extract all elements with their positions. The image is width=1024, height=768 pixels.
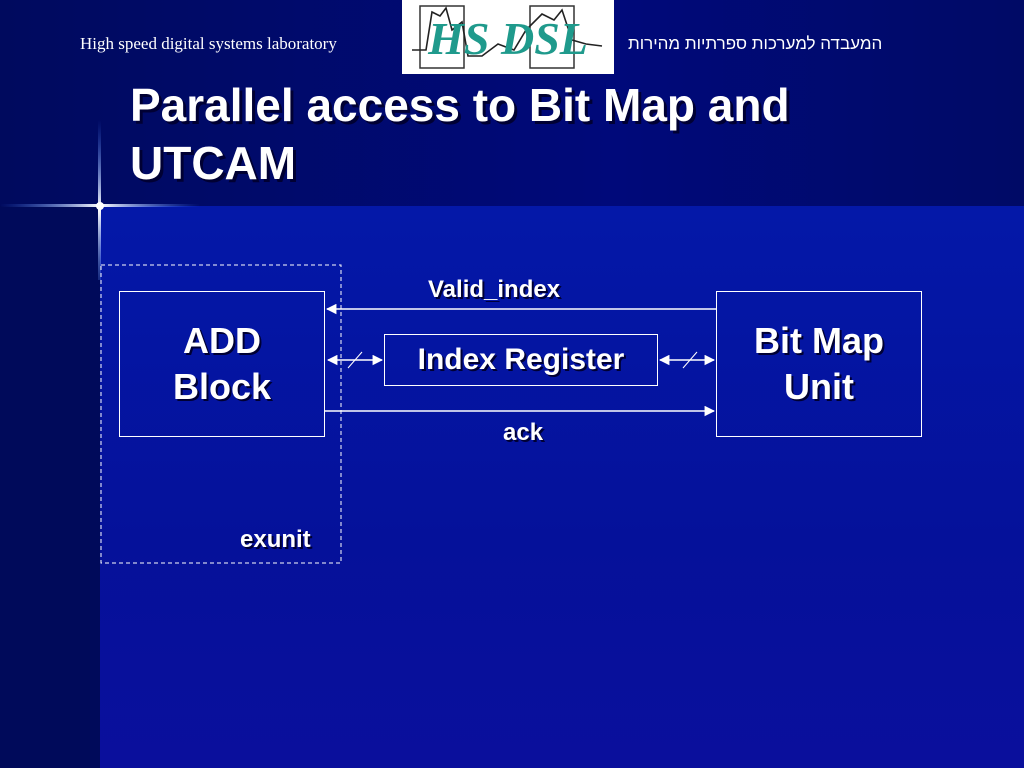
valid-index-label: Valid_index bbox=[428, 276, 561, 303]
lab-name-english: High speed digital systems laboratory bbox=[80, 34, 337, 53]
logo-graphic: HS DSL bbox=[412, 5, 603, 69]
hsdsl-logo: HS DSL bbox=[402, 0, 614, 74]
left-strip-background bbox=[0, 206, 100, 768]
add-block: ADD Block bbox=[119, 291, 325, 437]
slide-title-line1: Parallel access to Bit Map and bbox=[130, 79, 790, 131]
add-block-label-line1: ADD bbox=[182, 320, 261, 361]
ack-label: ack bbox=[503, 419, 544, 446]
lab-name-hebrew: המעבדה למערכות ספרתיות מהירות bbox=[628, 34, 883, 53]
slide-title-line2: UTCAM bbox=[130, 137, 297, 189]
sparkle-decoration bbox=[0, 120, 200, 280]
bit-map-unit-block: Bit Map Unit bbox=[716, 291, 922, 437]
add-block-label-line2: Block bbox=[172, 366, 272, 407]
exunit-boundary bbox=[100, 264, 342, 564]
slide-title: Parallel access to Bit Map and UTCAM bbox=[130, 76, 990, 192]
bitmap-label-line2: Unit bbox=[784, 366, 854, 407]
exunit-label: exunit bbox=[240, 526, 311, 553]
index-register-label: Index Register bbox=[417, 343, 625, 376]
index-register-block: Index Register bbox=[384, 334, 658, 386]
logo-text: HS DSL bbox=[427, 13, 588, 64]
bitmap-label-line1: Bit Map bbox=[754, 320, 884, 361]
bus-width-tick-left bbox=[347, 351, 363, 369]
content-background bbox=[100, 206, 1024, 768]
bus-width-tick-right bbox=[682, 351, 698, 369]
